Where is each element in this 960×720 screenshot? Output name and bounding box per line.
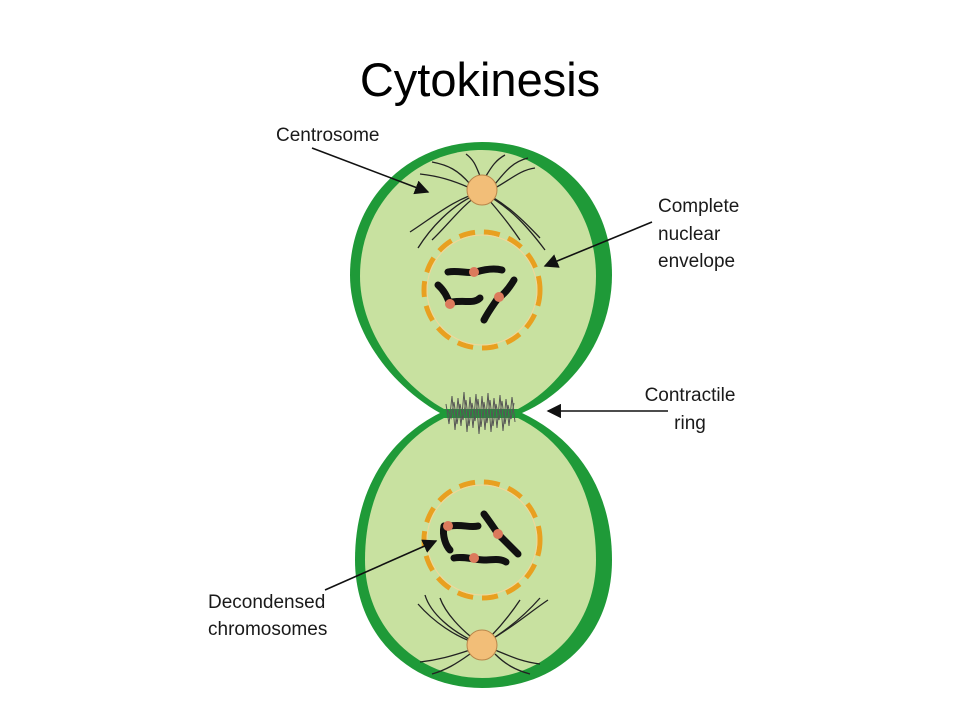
top-centromere <box>445 299 455 309</box>
centrosome-arrow <box>311 147 430 195</box>
top-nucleoplasm <box>426 234 538 346</box>
label-nuclear-envelope-line: nuclear <box>658 224 721 245</box>
bottom-centrosome <box>466 629 498 661</box>
nuclear-envelope-arrow <box>543 221 653 268</box>
label-chromosomes-line: chromosomes <box>208 619 327 640</box>
top-nucleus <box>421 229 543 351</box>
top-daughter-cell <box>350 142 612 413</box>
chromosomes-arrow <box>324 539 438 591</box>
bottom-centromere <box>443 521 453 531</box>
top-centromere <box>469 267 479 277</box>
bottom-cytoplasm <box>365 418 596 678</box>
label-contractile-ring: Contractile ring <box>645 385 736 434</box>
leader-arrows <box>311 147 668 591</box>
bottom-centromere <box>493 529 503 539</box>
label-chromosomes-line: Decondensed <box>208 592 325 613</box>
top-cytoplasm <box>360 150 596 409</box>
label-centrosome: Centrosome <box>276 125 380 146</box>
slide-title: Cytokinesis <box>359 53 601 106</box>
label-nuclear-envelope: Complete nuclear envelope <box>658 196 739 272</box>
label-nuclear-envelope-line: envelope <box>658 251 735 272</box>
label-contractile-ring-line: Contractile <box>645 385 736 406</box>
top-nuclear-envelope <box>421 229 543 351</box>
contractile-ring <box>445 391 516 435</box>
top-centromere <box>494 292 504 302</box>
label-chromosomes: Decondensed chromosomes <box>208 592 327 640</box>
label-nuclear-envelope-line: Complete <box>658 196 739 217</box>
label-contractile-ring-line: ring <box>674 413 706 434</box>
bottom-daughter-cell <box>355 413 612 688</box>
bottom-centromere <box>469 553 479 563</box>
top-centrosome <box>466 174 498 206</box>
